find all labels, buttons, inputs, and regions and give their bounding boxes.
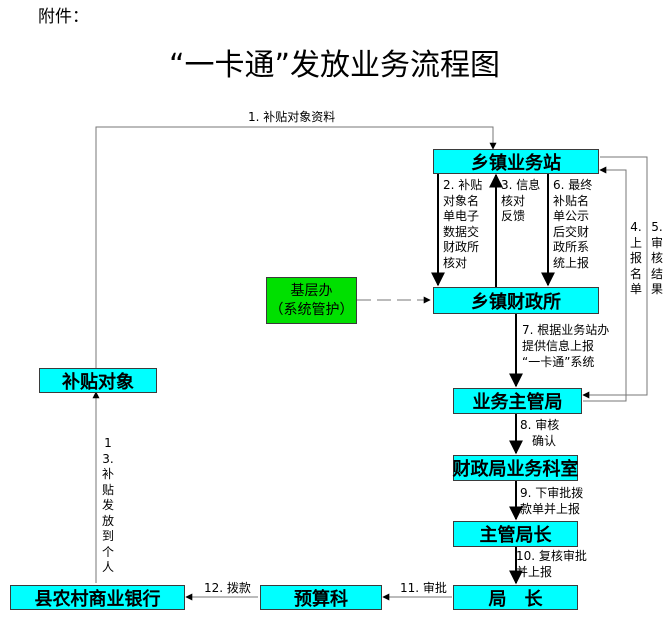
step11-label: 11. 审批	[400, 581, 447, 595]
node-grassroots-office: 基层办 （系统管护）	[266, 277, 357, 324]
arrow-step5	[582, 156, 648, 399]
step4-label: 4.上报名单	[629, 220, 642, 296]
step6-label: 6. 最终补贴名单公示 后交财政所系统上报	[553, 178, 593, 270]
node-township-finance: 乡镇财政所	[433, 287, 599, 314]
node-grassroots-office-line2: （系统管护）	[269, 301, 354, 318]
node-township-station: 乡镇业务站	[433, 149, 599, 174]
step9-label: 9. 下审批拨款单并上报	[520, 486, 584, 516]
step2-label: 2. 补贴对象名单电子 数据交财政所核对	[443, 178, 483, 270]
step1-label: 1. 补贴对象资料	[248, 110, 336, 124]
node-county-bank: 县农村商业银行	[10, 585, 185, 610]
step10-label: 10. 复核审批并上报	[516, 549, 587, 579]
node-finance-office: 财政局业务科室	[453, 455, 579, 481]
node-grassroots-office-line1: 基层办	[290, 282, 333, 299]
step7-label: 7. 根据业务站办提供信息上报“一卡通”系统	[522, 323, 610, 369]
node-budget-section: 预算科	[260, 585, 382, 610]
step3-label: 3. 信息核对反馈	[501, 178, 541, 223]
node-director: 局 长	[453, 585, 578, 610]
step12-label: 12. 拨款	[204, 581, 251, 595]
page-title: “一卡通”发放业务流程图	[168, 48, 501, 83]
node-bureau-head: 主管局长	[453, 521, 578, 547]
attachment-label: 附件：	[38, 7, 89, 27]
node-business-bureau: 业务主管局	[453, 388, 582, 414]
arrow-step1	[95, 126, 497, 370]
node-subsidy-recipient: 补贴对象	[39, 368, 157, 393]
arrow-step4	[583, 166, 627, 402]
step5-label: 5.审核结果	[650, 220, 663, 296]
step8-label: 8. 审核确认	[520, 418, 560, 448]
step13-label: 13.补贴发放到个人	[101, 436, 114, 574]
